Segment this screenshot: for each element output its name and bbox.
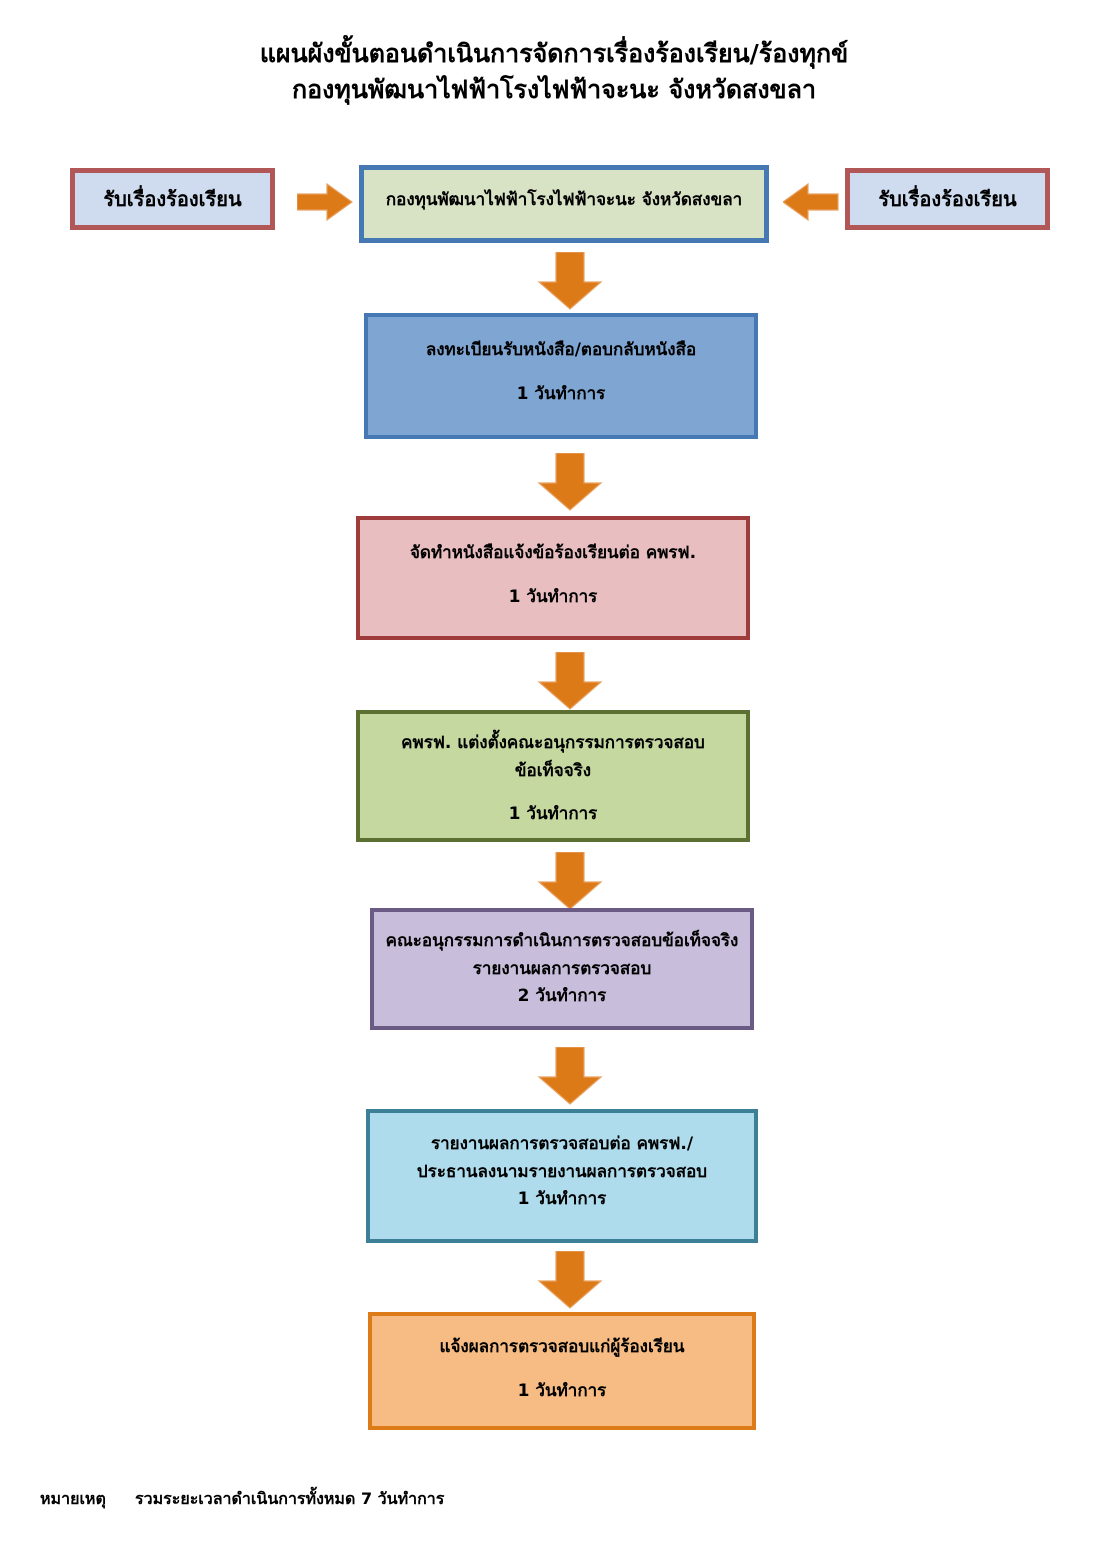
step-appoint-line2: ข้อเท็จจริง bbox=[514, 760, 592, 781]
org-label: กองทุนพัฒนาไฟฟ้าโรงไฟฟ้าจะนะ จังหวัดสงขล… bbox=[385, 190, 743, 210]
page-title: แผนผังขั้นตอนดำเนินการจัดการเรื่องร้องเร… bbox=[0, 36, 1108, 109]
org-box[interactable]: กองทุนพัฒนาไฟฟ้าโรงไฟฟ้าจะนะ จังหวัดสงขล… bbox=[359, 165, 769, 243]
step-inform-duration: 1 วันทำการ bbox=[517, 1380, 607, 1401]
step-box-inform-complainant[interactable]: แจ้งผลการตรวจสอบแก่ผู้ร้องเรียน 1 วันทำก… bbox=[368, 1312, 756, 1430]
step-investigate-duration: 2 วันทำการ bbox=[517, 986, 607, 1007]
entry-left-label: รับเรื่องร้องเรียน bbox=[103, 186, 242, 211]
entry-box-right[interactable]: รับเรื่องร้องเรียน bbox=[845, 168, 1050, 230]
step-appoint-duration: 1 วันทำการ bbox=[508, 804, 598, 825]
step-register-lines: ลงทะเบียนรับหนังสือ/ตอบกลับหนังสือ 1 วัน… bbox=[368, 337, 754, 408]
step-appoint-lines: คพรฟ. แต่งตั้งคณะอนุกรรมการตรวจสอบ ข้อเท… bbox=[360, 730, 746, 829]
step-notify-lines: จัดทำหนังสือแจ้งข้อร้องเรียนต่อ คพรฟ. 1 … bbox=[360, 540, 746, 611]
step-inform-lines: แจ้งผลการตรวจสอบแก่ผู้ร้องเรียน 1 วันทำก… bbox=[372, 1334, 752, 1405]
step-inform-line1: แจ้งผลการตรวจสอบแก่ผู้ร้องเรียน bbox=[439, 1337, 685, 1357]
org-lines: กองทุนพัฒนาไฟฟ้าโรงไฟฟ้าจะนะ จังหวัดสงขล… bbox=[364, 187, 764, 215]
title-line-1: แผนผังขั้นตอนดำเนินการจัดการเรื่องร้องเร… bbox=[259, 39, 849, 68]
arrow-down-1 bbox=[535, 252, 605, 310]
arrow-down-3 bbox=[535, 652, 605, 710]
step-register-duration: 1 วันทำการ bbox=[516, 383, 606, 404]
step-report-line2: ประธานลงนามรายงานผลการตรวจสอบ bbox=[416, 1161, 708, 1182]
step-report-duration: 1 วันทำการ bbox=[517, 1189, 607, 1210]
step-box-investigate[interactable]: คณะอนุกรรมการดำเนินการตรวจสอบข้อเท็จจริง… bbox=[370, 908, 754, 1030]
step-box-register[interactable]: ลงทะเบียนรับหนังสือ/ตอบกลับหนังสือ 1 วัน… bbox=[364, 313, 758, 439]
entry-left-lines: รับเรื่องร้องเรียน bbox=[75, 183, 270, 215]
step-box-notify-kporfo[interactable]: จัดทำหนังสือแจ้งข้อร้องเรียนต่อ คพรฟ. 1 … bbox=[356, 516, 750, 640]
arrow-down-5 bbox=[535, 1047, 605, 1105]
footer-note-text: รวมระยะเวลาดำเนินการทั้งหมด 7 วันทำการ bbox=[135, 1489, 445, 1508]
footer-note-label: หมายเหตุ bbox=[40, 1489, 106, 1508]
step-investigate-lines: คณะอนุกรรมการดำเนินการตรวจสอบข้อเท็จจริง… bbox=[374, 928, 750, 1011]
step-investigate-line1: คณะอนุกรรมการดำเนินการตรวจสอบข้อเท็จจริง bbox=[385, 931, 739, 951]
footer-note: หมายเหตุ รวมระยะเวลาดำเนินการทั้งหมด 7 ว… bbox=[40, 1487, 444, 1512]
step-investigate-line2: รายงานผลการตรวจสอบ bbox=[472, 958, 652, 979]
entry-right-label: รับเรื่องร้องเรียน bbox=[878, 186, 1017, 211]
entry-right-lines: รับเรื่องร้องเรียน bbox=[850, 183, 1045, 215]
step-report-line1: รายงานผลการตรวจสอบต่อ คพรฟ./ bbox=[430, 1134, 694, 1154]
step-box-appoint-subcommittee[interactable]: คพรฟ. แต่งตั้งคณะอนุกรรมการตรวจสอบ ข้อเท… bbox=[356, 710, 750, 842]
title-line-2: กองทุนพัฒนาไฟฟ้าโรงไฟฟ้าจะนะ จังหวัดสงขล… bbox=[291, 75, 817, 105]
arrow-right-from-left-entry bbox=[297, 182, 353, 222]
arrow-left-from-right-entry bbox=[783, 182, 839, 222]
arrow-down-6 bbox=[535, 1251, 605, 1309]
step-notify-duration: 1 วันทำการ bbox=[508, 586, 598, 607]
arrow-down-4 bbox=[535, 852, 605, 910]
step-box-report-results[interactable]: รายงานผลการตรวจสอบต่อ คพรฟ./ ประธานลงนาม… bbox=[366, 1109, 758, 1243]
arrow-down-2 bbox=[535, 453, 605, 511]
entry-box-left[interactable]: รับเรื่องร้องเรียน bbox=[70, 168, 275, 230]
step-notify-line1: จัดทำหนังสือแจ้งข้อร้องเรียนต่อ คพรฟ. bbox=[409, 543, 697, 563]
step-register-line1: ลงทะเบียนรับหนังสือ/ตอบกลับหนังสือ bbox=[425, 340, 697, 360]
step-appoint-line1: คพรฟ. แต่งตั้งคณะอนุกรรมการตรวจสอบ bbox=[401, 733, 705, 753]
step-report-lines: รายงานผลการตรวจสอบต่อ คพรฟ./ ประธานลงนาม… bbox=[370, 1131, 754, 1214]
